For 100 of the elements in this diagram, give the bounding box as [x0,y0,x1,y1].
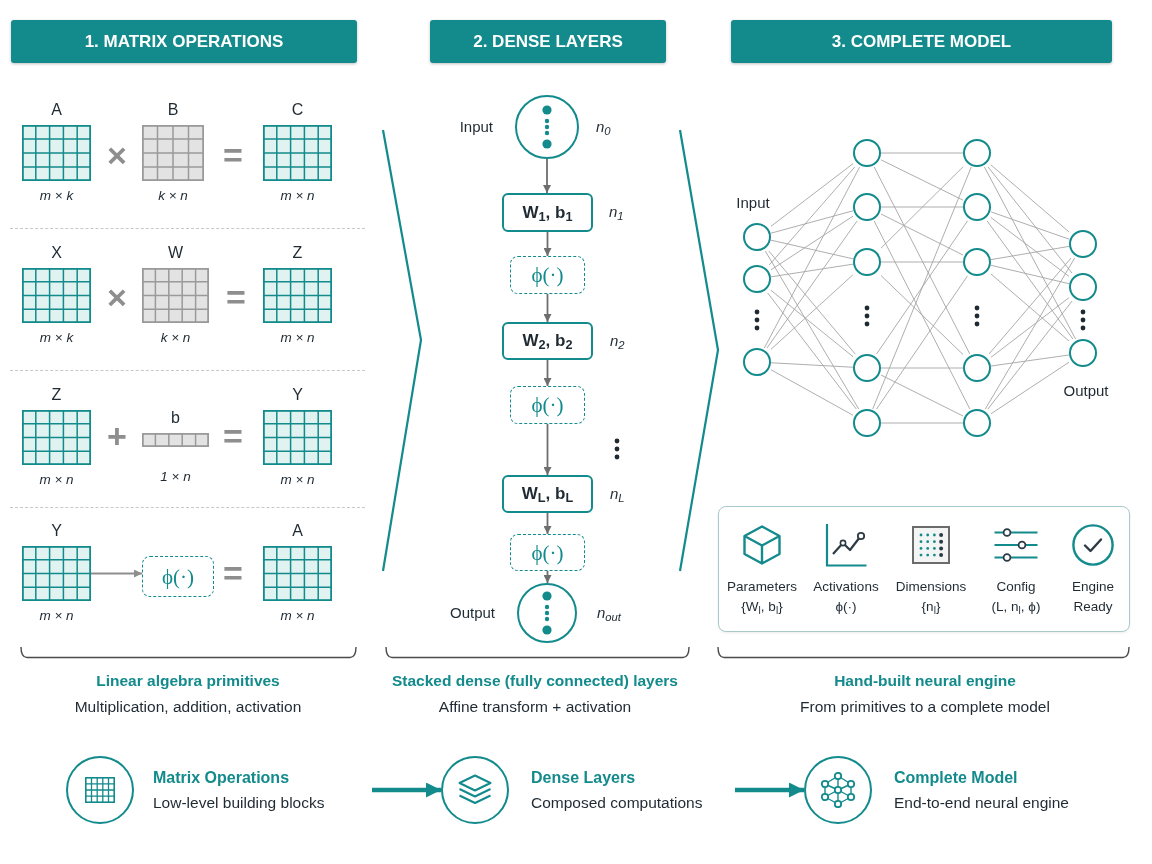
layer-box: W$_{L}$, b$_{L}$ [502,475,593,513]
layer-box: W$_{2}$, b$_{2}$ [502,322,593,360]
layer-size-label: n$_{out}$ [597,602,621,625]
arrow [543,231,552,257]
operator-symbol: = [223,419,243,453]
item-formula: {n$_{l}$} [921,598,941,617]
section-header: 2. DENSE LAYERS [430,20,666,63]
connection-line [880,159,964,201]
layer-box: W$_{1}$, b$_{1}$ [502,193,593,232]
layer-size-label: n$_{2}$ [610,330,625,353]
section-header: 1. MATRIX OPERATIONS [11,20,357,63]
connection-line [983,166,1077,340]
matrix-size-label: k × n [160,330,191,346]
summary-title: Hand-built neural engine [834,671,1016,691]
summary-text: From primitives to a complete model [800,697,1050,717]
arrow [543,293,552,323]
item-label: Parameters [727,578,797,596]
arrow [543,423,552,476]
connection-line [987,300,1073,410]
arrow [735,782,804,798]
matrix-size-label: m × n [39,608,74,624]
matrix-size-label: m × k [39,330,74,346]
step-title: Dense Layers [531,768,637,788]
connection-line [876,220,968,355]
connection-line [990,361,1070,415]
connection-line [880,261,964,263]
connection-line [872,166,972,410]
connection-line [767,292,857,410]
io-label: Output [449,602,495,623]
connection-line [770,239,854,260]
connection-line [768,166,856,266]
operator-symbol: × [107,280,127,314]
connection-line [990,297,1070,358]
connection-line [990,164,1070,233]
item-label: Config [996,578,1036,596]
matrix-size-label: m × k [39,188,74,204]
connection-line [987,166,1073,274]
matrix-label: Y [51,522,62,540]
connection-line [880,206,964,208]
connection-line [990,217,1070,277]
operator-symbol: = [223,556,243,590]
connection-line [986,220,1074,340]
matrix-label: C [291,101,304,119]
arrow [90,569,143,578]
matrix-label: b [171,409,180,427]
connection-line [990,273,1070,342]
operator-symbol: × [107,138,127,172]
item-formula: (L, n$_{l}$, ϕ) [991,598,1041,617]
connection-line [768,250,856,355]
arrow [543,359,552,387]
summary-title: Linear algebra primitives [96,671,280,691]
matrix-size-label: 1 × n [160,469,191,485]
connection-line [770,274,854,350]
connection-line [764,250,860,410]
item-formula: {W$_{l}$, b$_{l}$} [741,598,783,617]
connection-line [990,245,1070,261]
connection-line [873,166,971,355]
section-header: 3. COMPLETE MODEL [731,20,1112,63]
summary-text: Affine transform + activation [438,697,632,717]
item-formula: ϕ(·) [835,598,857,616]
step-text: Low-level building blocks [153,793,325,813]
summary-panel [718,506,1130,632]
step-title: Matrix Operations [153,768,291,788]
matrix-size-label: m × n [39,472,74,488]
matrix-size-label: m × n [280,608,315,624]
matrix-label: X [51,244,62,262]
layer-size-label: n$_{0}$ [596,116,611,139]
matrix-label: Z [292,244,303,262]
matrix-label: Z [51,386,62,404]
matrix-size-label: m × n [280,472,315,488]
layer-label: Output [1063,382,1109,400]
summary-text: Multiplication, addition, activation [74,697,302,717]
step-title: Complete Model [894,768,1019,788]
layer-size-label: n$_{L}$ [610,483,625,506]
connection-line [770,210,854,234]
connection-line [990,354,1070,367]
matrix-label: Y [292,386,303,404]
matrix-size-label: m × n [280,188,315,204]
layer-label: Input [736,194,770,212]
connection-line [880,275,964,355]
connection-line [770,289,854,358]
io-label: Input [459,116,493,137]
step-text: Composed computations [531,793,703,813]
matrix-label: W [167,244,184,262]
connection-line [763,166,861,349]
activation-box: ϕ(·) [510,386,585,424]
operator-symbol: = [223,138,243,172]
connection-line [770,369,854,416]
activation-box: ϕ(·) [510,534,585,571]
connection-line [880,166,964,249]
connection-line [770,263,854,278]
connection-line [988,257,1072,355]
item-label: Engine Ready [1070,578,1115,616]
connection-line [873,220,971,410]
arrow [543,158,551,194]
connection-line [770,362,854,368]
connection-line [880,213,964,256]
connection-line [876,275,968,410]
matrix-label: A [51,101,62,119]
item-label: Activations [813,578,879,596]
